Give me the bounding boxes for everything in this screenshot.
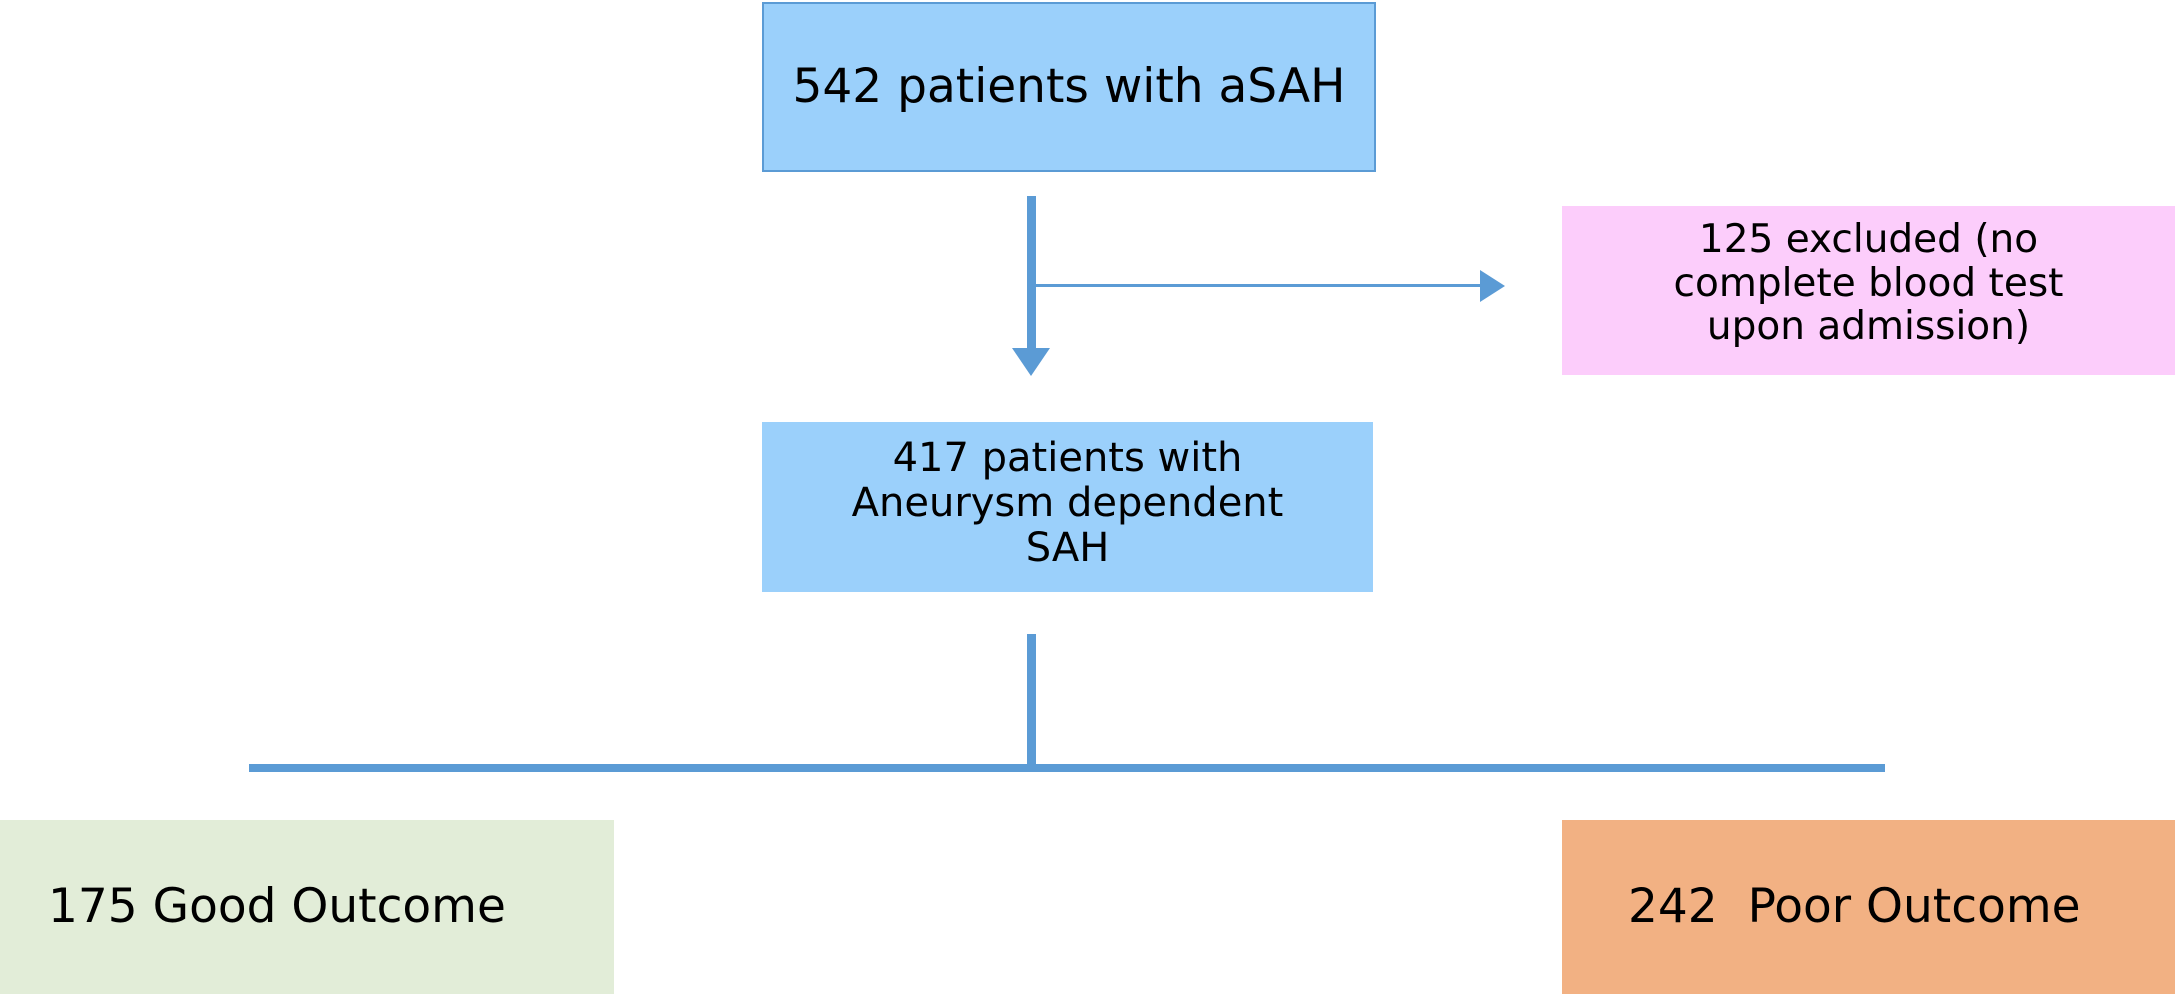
arrow-right-line bbox=[1035, 284, 1482, 287]
arrow-down-head-icon bbox=[1012, 348, 1050, 376]
node-poor-outcome-label: 242 Poor Outcome bbox=[1628, 878, 2081, 934]
node-cohort-included-label: 417 patients with Aneurysm dependent SAH bbox=[851, 435, 1284, 571]
node-excluded: 125 excluded (no complete blood test upo… bbox=[1562, 206, 2175, 375]
node-cohort-included: 417 patients with Aneurysm dependent SAH bbox=[762, 422, 1373, 592]
node-excluded-label: 125 excluded (no complete blood test upo… bbox=[1673, 217, 2064, 350]
node-cohort-total: 542 patients with aSAH bbox=[762, 2, 1376, 172]
node-cohort-total-label: 542 patients with aSAH bbox=[792, 58, 1346, 114]
split-stem bbox=[1027, 634, 1036, 768]
split-bar bbox=[249, 764, 1885, 772]
node-good-outcome-label: 175 Good Outcome bbox=[48, 878, 506, 934]
node-good-outcome: 175 Good Outcome bbox=[0, 820, 614, 994]
arrow-down-stem bbox=[1027, 196, 1036, 351]
node-poor-outcome: 242 Poor Outcome bbox=[1562, 820, 2175, 994]
arrow-right-head-icon bbox=[1480, 270, 1505, 302]
